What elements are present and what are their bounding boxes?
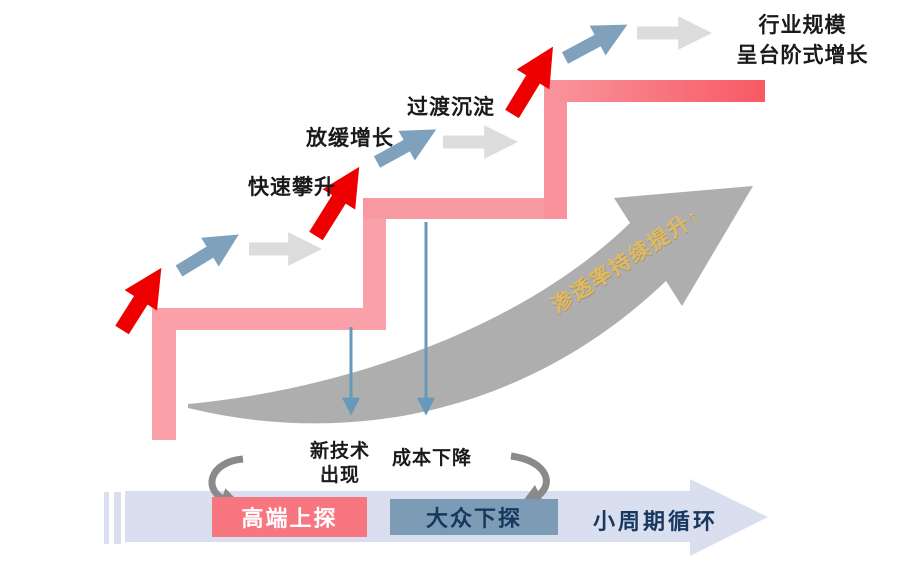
high-end-box-label: 高端上探 (241, 506, 338, 531)
label-new-tech-line1: 新技术 (309, 441, 370, 462)
blue-mid-arrow-3-icon (561, 24, 628, 64)
label-small-cycle: 小周期循环 (593, 509, 719, 534)
mass-market-box: 大众下探 (390, 499, 558, 535)
label-slowing-growth: 放缓增长 (306, 126, 394, 150)
label-industry-scale: 行业规模 呈台阶式增长 (705, 10, 900, 71)
label-cost-decline: 成本下降 (392, 448, 473, 469)
label-rapid-climb: 快速攀升 (248, 175, 336, 199)
label-new-tech: 新技术 出现 (298, 440, 382, 488)
red-up-arrow-2-icon (309, 166, 360, 241)
label-industry-scale-line1: 行业规模 (758, 13, 847, 37)
red-up-arrow-3-icon (505, 46, 553, 119)
blue-mid-arrow-1-icon (175, 234, 239, 277)
penetration-swoosh-arrow-icon (188, 186, 753, 424)
red-up-arrow-1-icon (115, 267, 162, 335)
staircase-steps (152, 80, 765, 440)
mass-market-box-label: 大众下探 (425, 506, 522, 531)
blue-mid-arrow-2-icon (373, 129, 437, 168)
label-industry-scale-line2: 呈台阶式增长 (736, 43, 869, 68)
high-end-box: 高端上探 (212, 497, 367, 537)
label-transition-settle: 过渡沉淀 (407, 95, 495, 119)
cycle-arc-right-icon (510, 452, 550, 506)
label-new-tech-line2: 出现 (319, 464, 360, 486)
